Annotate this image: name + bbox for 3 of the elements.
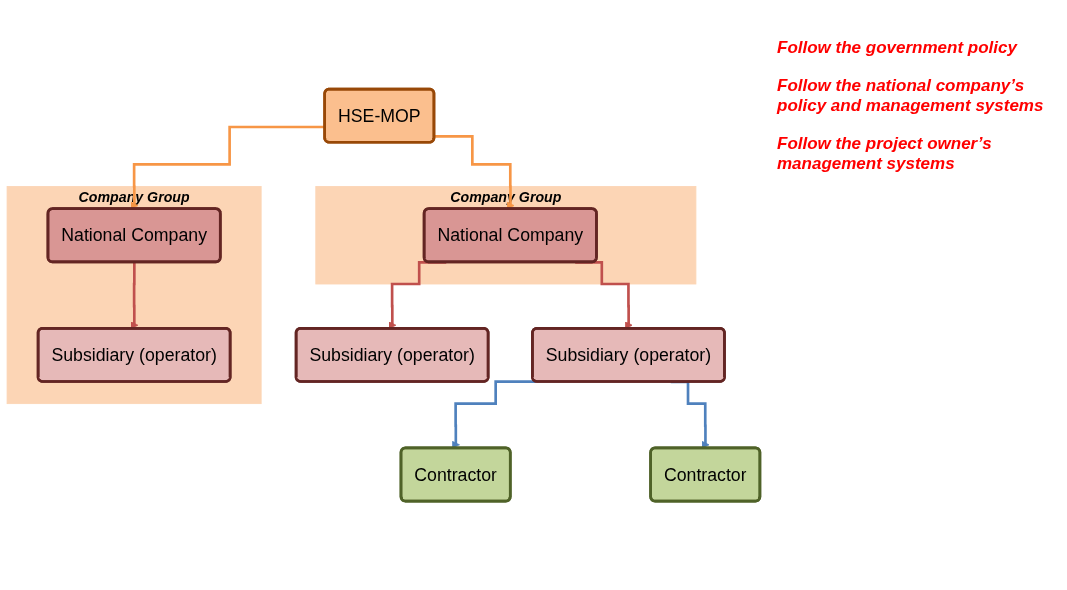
note-text: Follow the national company’s policy and management systems xyxy=(777,76,1045,116)
note-text: Follow the government policy xyxy=(777,38,1019,58)
note-text: Follow the project owner’s management systems xyxy=(777,134,993,174)
